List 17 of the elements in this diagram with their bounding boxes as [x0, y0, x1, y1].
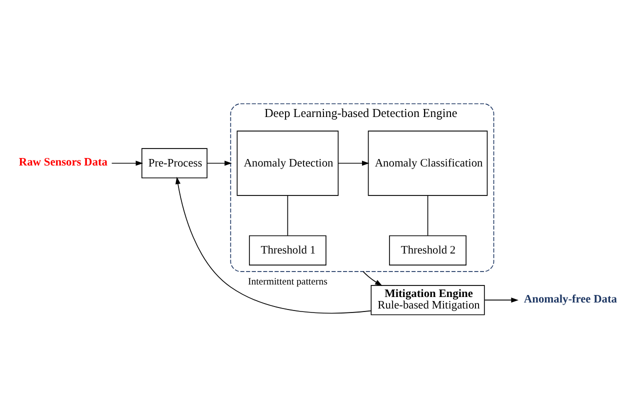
arrow — [338, 160, 370, 166]
node-box: Threshold 2 — [389, 234, 466, 265]
node-text: Raw Sensors Data — [18, 156, 108, 168]
node-box: Anomaly Detection — [236, 130, 339, 196]
arrow — [484, 297, 518, 302]
connector — [287, 194, 288, 236]
node-box: Mitigation Engine Rule-based Mitigation — [370, 284, 485, 315]
edge-label: Intermittent patterns — [248, 276, 328, 287]
node-box: Pre-Process — [141, 148, 208, 178]
node-box: Anomaly Classification — [368, 130, 488, 196]
node-box: Threshold 1 — [248, 234, 326, 265]
arrow — [175, 176, 372, 314]
arrow — [362, 270, 382, 286]
arrow — [111, 160, 144, 166]
arrow — [206, 160, 232, 166]
node-text: Anomaly-free Data — [524, 292, 618, 305]
connector — [427, 194, 428, 236]
